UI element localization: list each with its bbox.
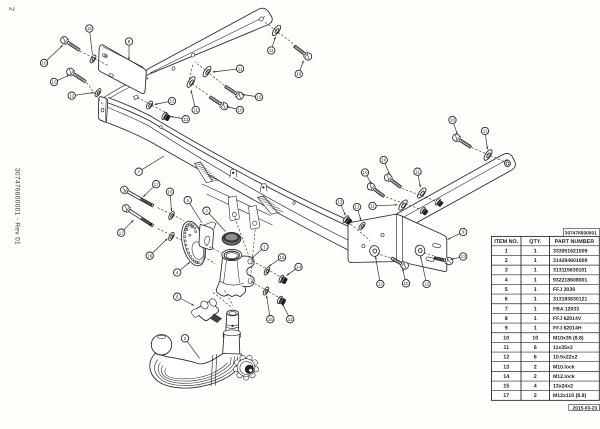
svg-text:6: 6 — [505, 297, 508, 303]
svg-text:11: 11 — [269, 48, 274, 53]
svg-text:1: 1 — [534, 316, 537, 322]
svg-text:15: 15 — [268, 317, 273, 322]
svg-text:2: 2 — [534, 393, 537, 399]
svg-text:14: 14 — [296, 265, 301, 270]
svg-text:QTY.: QTY. — [529, 239, 541, 245]
svg-text:2: 2 — [8, 7, 15, 11]
svg-text:M12.lock: M12.lock — [553, 374, 575, 380]
svg-text:3: 3 — [505, 268, 508, 274]
svg-text:2: 2 — [534, 364, 537, 370]
svg-text:12: 12 — [170, 99, 175, 104]
svg-text:4: 4 — [176, 270, 179, 275]
svg-text:1: 1 — [534, 287, 537, 293]
svg-text:2015-03-23: 2015-03-23 — [573, 406, 598, 412]
svg-text:6: 6 — [176, 294, 179, 299]
svg-text:10: 10 — [238, 108, 243, 113]
svg-text:307476600001: 307476600001 — [565, 231, 597, 237]
svg-text:12: 12 — [424, 282, 429, 287]
svg-text:13: 13 — [183, 117, 188, 122]
svg-text:12: 12 — [378, 282, 383, 287]
svg-text:4: 4 — [534, 384, 537, 390]
svg-text:6: 6 — [534, 345, 537, 351]
svg-text:2: 2 — [505, 258, 508, 264]
svg-text:11: 11 — [503, 345, 509, 351]
svg-text:6: 6 — [534, 355, 537, 361]
svg-text:11: 11 — [193, 108, 198, 113]
svg-text:FBA 12033: FBA 12033 — [553, 306, 579, 312]
svg-text:12: 12 — [355, 205, 360, 210]
svg-text:314294601009: 314294601009 — [553, 258, 587, 264]
svg-text:13x24x2: 13x24x2 — [553, 384, 573, 390]
svg-text:1: 1 — [534, 297, 537, 303]
svg-text:5: 5 — [186, 198, 189, 203]
svg-text:10: 10 — [52, 80, 57, 85]
svg-text:7: 7 — [505, 306, 508, 312]
svg-text:1: 1 — [534, 248, 537, 254]
svg-text:15: 15 — [280, 255, 285, 260]
svg-text:10: 10 — [363, 170, 368, 175]
svg-text:2: 2 — [184, 336, 187, 341]
svg-text:1: 1 — [534, 277, 537, 283]
svg-text:11: 11 — [238, 66, 243, 71]
svg-text:M10x35 (8.8): M10x35 (8.8) — [553, 335, 584, 341]
svg-text:1: 1 — [534, 268, 537, 274]
svg-text:1: 1 — [505, 248, 508, 254]
svg-text:17: 17 — [503, 393, 509, 399]
svg-text:13: 13 — [337, 200, 342, 205]
svg-text:10: 10 — [503, 335, 509, 341]
svg-text:12: 12 — [503, 355, 509, 361]
svg-text:12: 12 — [87, 26, 92, 31]
svg-text:10: 10 — [532, 335, 538, 341]
svg-text:333051621009: 333051621009 — [553, 248, 587, 254]
svg-text:FFJ 62014H: FFJ 62014H — [553, 326, 582, 332]
svg-text:11: 11 — [483, 129, 488, 134]
svg-text:17: 17 — [154, 182, 159, 187]
svg-text:8: 8 — [505, 316, 508, 322]
svg-text:1: 1 — [263, 244, 266, 249]
svg-text:15: 15 — [503, 384, 509, 390]
svg-text:14: 14 — [288, 317, 293, 322]
svg-text:10.5x22x2: 10.5x22x2 — [553, 355, 577, 361]
svg-text:10: 10 — [404, 281, 409, 286]
svg-text:1: 1 — [534, 306, 537, 312]
svg-text:8: 8 — [128, 39, 131, 44]
svg-text:1: 1 — [534, 258, 537, 264]
svg-text:2: 2 — [534, 374, 537, 380]
svg-text:10: 10 — [296, 72, 301, 77]
svg-text:10: 10 — [381, 158, 386, 163]
svg-text:313115630101: 313115630101 — [553, 268, 587, 274]
svg-text:M12x110 (8.8): M12x110 (8.8) — [553, 393, 586, 399]
svg-text:11: 11 — [415, 169, 420, 174]
svg-text:10: 10 — [257, 95, 262, 100]
svg-text:5: 5 — [505, 287, 508, 293]
svg-text:ITEM NO.: ITEM NO. — [494, 239, 518, 245]
svg-text:14: 14 — [503, 374, 509, 380]
svg-text:313183630121: 313183630121 — [553, 297, 587, 303]
svg-text:307476600001 - Rev 01: 307476600001 - Rev 01 — [14, 168, 21, 245]
svg-text:FFJ 3039: FFJ 3039 — [553, 287, 575, 293]
svg-text:1: 1 — [534, 326, 537, 332]
svg-text:11x35x3: 11x35x3 — [553, 345, 573, 351]
svg-text:9: 9 — [462, 230, 465, 235]
svg-text:13: 13 — [461, 254, 466, 259]
svg-text:10: 10 — [42, 61, 47, 66]
svg-text:10: 10 — [450, 118, 455, 123]
svg-text:PART NUMBER: PART NUMBER — [555, 239, 595, 245]
svg-text:17: 17 — [119, 230, 124, 235]
svg-text:4: 4 — [505, 277, 508, 283]
svg-text:M10.lock: M10.lock — [553, 364, 575, 370]
svg-text:FFJ 62014V: FFJ 62014V — [553, 316, 582, 322]
svg-text:932218608001: 932218608001 — [553, 277, 587, 283]
svg-text:16: 16 — [147, 253, 152, 258]
svg-text:9: 9 — [505, 326, 508, 332]
svg-text:11: 11 — [370, 204, 375, 209]
svg-text:13: 13 — [503, 364, 509, 370]
svg-text:16: 16 — [168, 189, 173, 194]
svg-text:12: 12 — [69, 93, 74, 98]
svg-text:7: 7 — [137, 169, 140, 174]
svg-text:3: 3 — [205, 208, 208, 213]
